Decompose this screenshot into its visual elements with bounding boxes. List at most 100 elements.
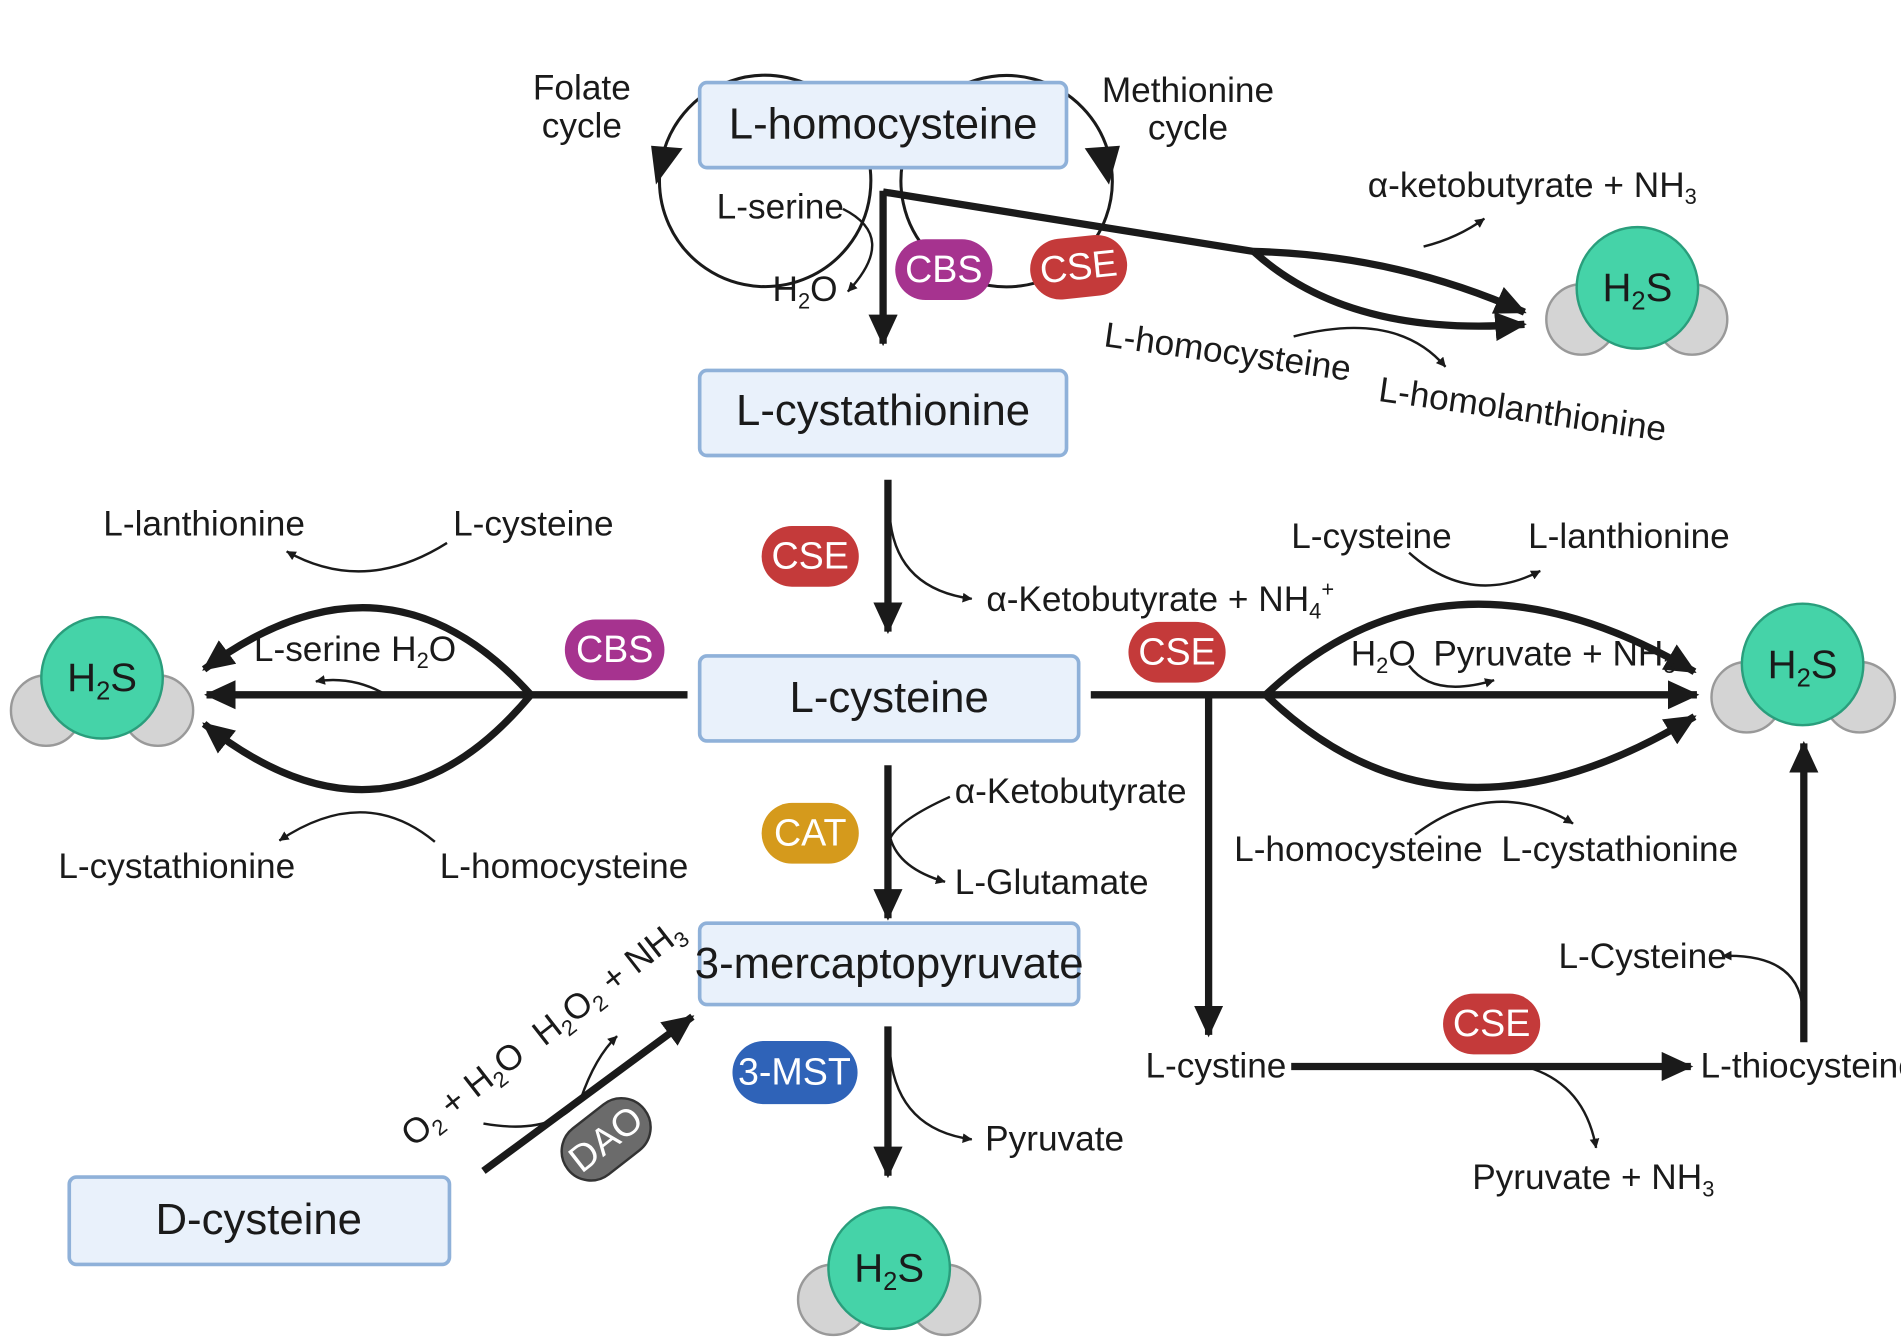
svg-text:α-Ketobutyrate + NH4+: α-Ketobutyrate + NH4+	[986, 576, 1334, 623]
label-left-l-homocysteine: L-homocysteine	[440, 847, 689, 886]
label-l-cystine: L-cystine	[1145, 1046, 1286, 1085]
arrow-d-cysteine-to-mercaptopyruvate	[481, 1013, 695, 1174]
label-pyruvate: Pyruvate	[985, 1119, 1124, 1158]
label-alpha-ketobutyrate-nh3: α-ketobutyrate + NH3	[1368, 166, 1697, 209]
enzyme-cse-middle: CSE	[761, 525, 859, 587]
label-left-l-cystathionine: L-cystathionine	[58, 847, 295, 886]
enzyme-dao-pill	[560, 1097, 652, 1182]
enzyme-cbs-top-label: CBS	[905, 248, 982, 290]
arrow-cbs-lower-branch	[201, 692, 534, 794]
arrow-serine-water-left	[315, 675, 387, 696]
h2s-top-center	[1575, 225, 1700, 350]
folate-cycle: Folate cycle	[533, 69, 873, 289]
enzyme-cse-middle-pill	[761, 525, 859, 587]
enzyme-cat-label: CAT	[774, 811, 847, 853]
h2s-molecule-top: H2S	[1545, 225, 1729, 356]
box-l-cystathionine-label: L-cystathionine	[736, 386, 1030, 435]
alpha-ketobutyrate-nh3-text: α-ketobutyrate + NH	[1368, 166, 1685, 205]
label-right-l-homocysteine: L-homocysteine	[1234, 830, 1483, 869]
enzyme-cse-middle-label: CSE	[772, 534, 849, 576]
enzyme-cat: CAT	[761, 802, 859, 864]
h2o-right-o: O	[1388, 635, 1415, 674]
label-bottom-pyruvate-nh3: Pyruvate + NH3	[1472, 1158, 1714, 1201]
h2s-left-center	[40, 615, 164, 740]
arrow-to-pyruvate	[889, 1056, 973, 1143]
label-right-pyruvate-nh3: Pyruvate + NH3	[1433, 635, 1675, 678]
alpha-ketobutyrate-nh4-sub: 4	[1309, 598, 1321, 623]
h2s-right-label: H2S	[1768, 643, 1838, 693]
box-l-cystathionine: L-cystathionine	[697, 368, 1069, 458]
right-pyruvate-nh3-text: Pyruvate + NH	[1433, 635, 1663, 674]
h2o-left-o: O	[429, 630, 456, 669]
svg-text:H2O: H2O	[391, 630, 456, 673]
arrow-ketobutyrate-to-glutamate	[889, 795, 951, 884]
box-l-cysteine: L-cysteine	[697, 654, 1081, 743]
h2s-right-center	[1740, 602, 1865, 727]
box-l-homocysteine-label: L-homocysteine	[729, 99, 1038, 148]
h2s-molecule-right: H2S	[1710, 602, 1897, 734]
label-l-glutamate: L-Glutamate	[955, 863, 1149, 902]
enzyme-cse-right-label: CSE	[1138, 630, 1215, 672]
arrow-to-bottom-pyruvate-nh3	[1532, 1067, 1600, 1149]
enzyme-3-mst-pill	[732, 1040, 858, 1105]
alpha-ketobutyrate-nh4-sup: +	[1321, 576, 1334, 601]
enzyme-cse-top-label: CSE	[1038, 241, 1119, 291]
h2o-left-h: H	[391, 630, 416, 669]
h2s-left-label: H2S	[67, 656, 137, 706]
svg-text:Pyruvate + NH3: Pyruvate + NH3	[1433, 635, 1675, 678]
alpha-ketobutyrate-nh4-text: α-Ketobutyrate + NH	[986, 580, 1309, 619]
enzyme-3-mst: 3-MST	[732, 1040, 858, 1105]
enzyme-cat-pill	[761, 802, 859, 864]
folate-cycle-label-line1: Folate	[533, 69, 631, 108]
label-left-l-cysteine: L-cysteine	[453, 505, 614, 544]
arrow-water-to-pyruvate-right	[1408, 664, 1495, 688]
folate-cycle-label-line2: cycle	[542, 106, 622, 145]
svg-text:O2 + H2O: O2 + H2O	[394, 1034, 535, 1157]
enzyme-cbs-left-pill	[564, 619, 665, 681]
h2o2-nh3-plus-nh: + NH	[586, 919, 682, 1006]
arrow-homocysteine-to-cystathionine-right	[1414, 800, 1574, 836]
enzyme-cse-bottom-pill	[1443, 993, 1541, 1055]
h2s-top-label: H2S	[1602, 266, 1672, 316]
arrow-to-alpha-ketobutyrate-nh4	[889, 522, 973, 603]
arrow-cse-to-h2s-upper	[1253, 247, 1527, 316]
enzyme-cse-right: CSE	[1128, 621, 1226, 683]
enzyme-cbs-left: CBS	[564, 619, 665, 681]
arrow-serine-to-water	[842, 207, 874, 293]
box-l-cysteine-label: L-cysteine	[790, 673, 989, 722]
arrow-cbs-upper-branch	[201, 604, 534, 698]
arrow-cse-to-h2s-lower	[1251, 248, 1527, 342]
bottom-pyruvate-nh3-text: Pyruvate + NH	[1472, 1158, 1702, 1197]
arrow-o2-h2o-to-h2o2-nh3	[483, 1035, 618, 1128]
label-l-cysteine-cap: L-Cysteine	[1558, 937, 1726, 976]
methionine-cycle-label-line1: Methionine	[1102, 71, 1274, 110]
h2o-top-o: O	[810, 270, 837, 309]
right-pyruvate-nh3-sub: 3	[1663, 653, 1675, 678]
label-o2-h2o: O2 + H2O	[394, 1034, 535, 1157]
label-h2o-left: H2O	[391, 630, 456, 673]
box-3-mercaptopyruvate: 3-mercaptopyruvate	[695, 921, 1084, 1007]
label-right-l-cystathionine: L-cystathionine	[1501, 830, 1738, 869]
line-homocysteine-cse-branch	[882, 188, 1255, 256]
label-l-thiocysteine: L-thiocysteine	[1701, 1046, 1901, 1085]
enzyme-dao: DAO	[560, 1097, 652, 1182]
methionine-cycle-label-line2: cycle	[1148, 109, 1228, 148]
svg-text:H2O: H2O	[773, 270, 838, 313]
svg-text:H2O: H2O	[1351, 635, 1416, 678]
box-d-cysteine: D-cysteine	[67, 1175, 452, 1267]
h2s-bottom-label: H2S	[854, 1246, 924, 1296]
svg-text:α-ketobutyrate + NH3: α-ketobutyrate + NH3	[1368, 166, 1697, 209]
alpha-ketobutyrate-nh3-sub: 3	[1685, 184, 1697, 209]
label-h2o-right: H2O	[1351, 635, 1416, 678]
h2o-top-h: H	[773, 270, 798, 309]
arrow-cse-lower-branch	[1263, 692, 1697, 792]
arrow-cse-upper-branch	[1263, 600, 1697, 698]
arrow-homocysteine-to-homolanthionine	[1293, 326, 1447, 368]
arrow-cysteine-to-lanthionine-right	[1408, 551, 1541, 587]
h2o-right-h: H	[1351, 635, 1376, 674]
label-left-l-serine: L-serine	[254, 630, 381, 669]
arrow-homocysteine-to-cystathionine-left	[278, 811, 436, 843]
label-l-homocysteine-cse: L-homocysteine	[1102, 315, 1354, 388]
enzyme-cse-top: CSE	[1030, 234, 1128, 300]
label-alpha-ketobutyrate: α-Ketobutyrate	[955, 772, 1187, 811]
